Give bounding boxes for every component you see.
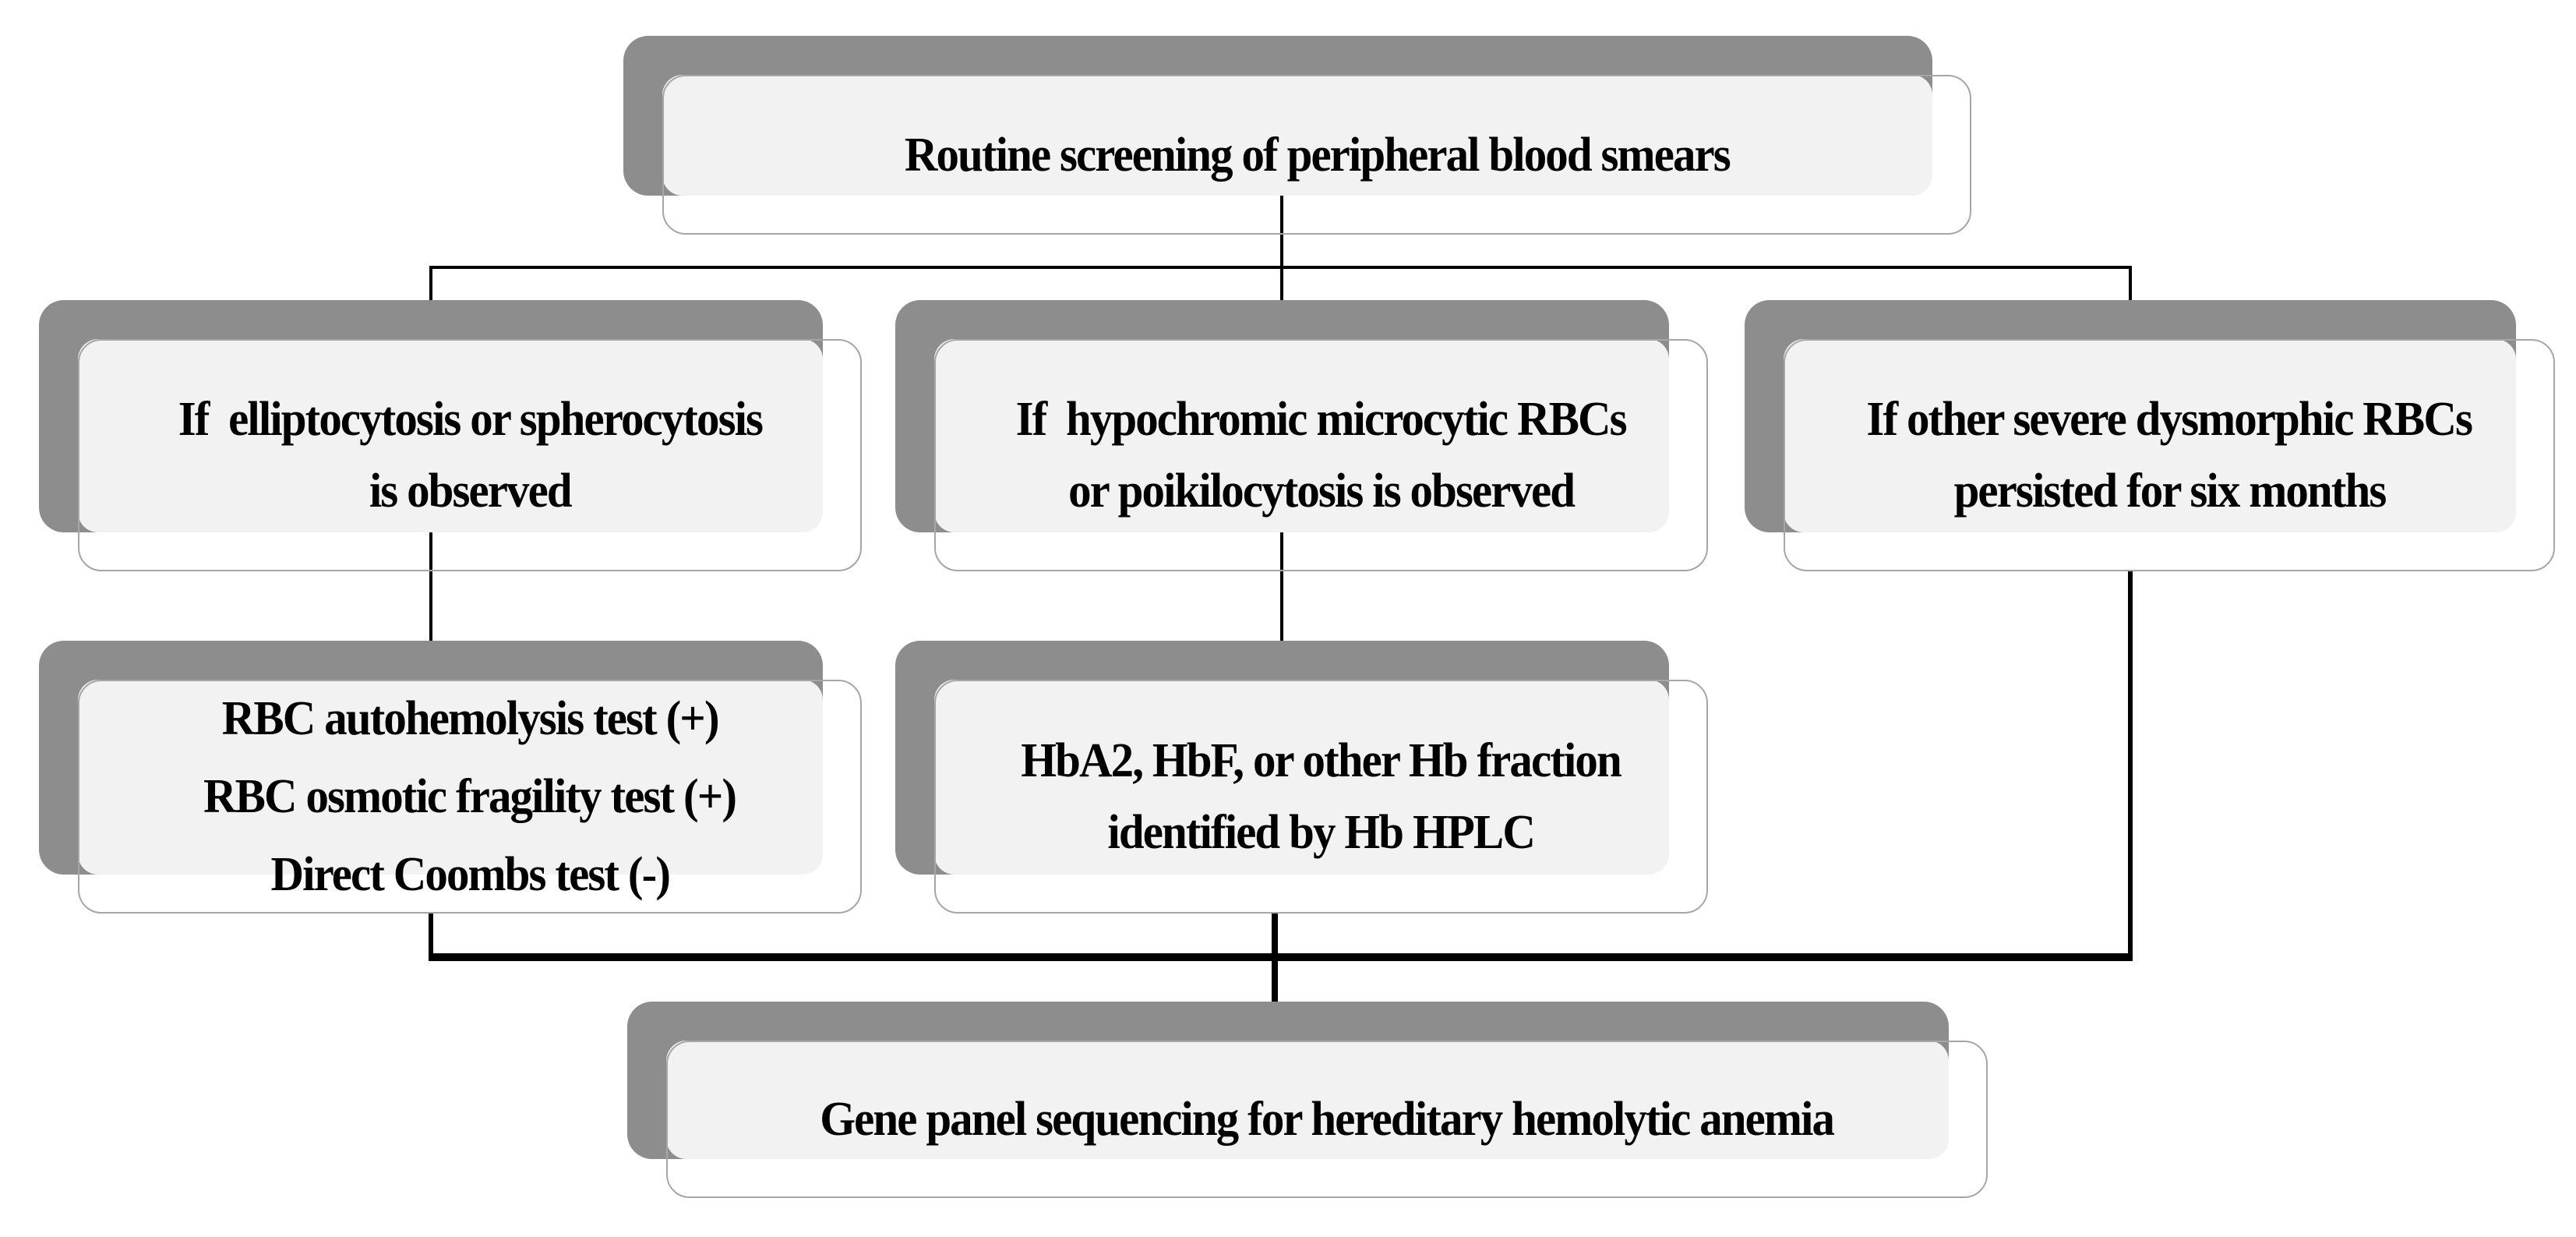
connector-left-drop (429, 266, 432, 304)
node-text-line: RBC autohemolysis test (+) (221, 692, 720, 745)
node-card (1784, 339, 2555, 571)
node-fill (78, 339, 823, 532)
node-text-line: RBC osmotic fragility test (+) (203, 770, 737, 823)
node-fill (666, 1041, 1949, 1159)
node-label: Gene panel sequencing for hereditary hem… (666, 1041, 1988, 1198)
node-label: If other severe dysmorphic RBCs persiste… (1784, 339, 2555, 571)
connector-rail-top (429, 266, 2132, 269)
node-text-line: If elliptocytosis or spherocytosis (178, 393, 763, 446)
node-text-line: Direct Coombs test (-) (270, 848, 670, 901)
node-text-line: Routine screening of peripheral blood sm… (904, 128, 1731, 182)
connector-rail-bottom (429, 953, 2133, 961)
node-card (666, 1041, 1988, 1198)
connector-right-long-vertical (2128, 571, 2133, 961)
node-label: If elliptocytosis or spherocytosis is ob… (78, 339, 862, 571)
connector-final-vertical (1272, 912, 1278, 1005)
node-fill (1784, 339, 2516, 532)
connector-right-drop (2129, 266, 2132, 304)
node-text-line: Gene panel sequencing for hereditary hem… (820, 1093, 1836, 1146)
node-text-line: If hypochromic microcytic RBCs (1015, 393, 1628, 446)
node-text-line: HbA2, HbF, or other Hb fraction (1021, 734, 1622, 787)
node-fill (662, 75, 1932, 196)
node-card (934, 339, 1708, 571)
node-condition-hypochromic: If hypochromic microcytic RBCs or poikil… (895, 300, 1708, 571)
node-gene-panel-sequencing: Gene panel sequencing for hereditary hem… (627, 1002, 1988, 1198)
node-text-line: identified by Hb HPLC (1107, 806, 1536, 859)
connector-left-mid-vertical (429, 532, 432, 644)
node-fill (934, 680, 1669, 875)
node-text-line: persisted for six months (1953, 465, 2387, 518)
connector-center-mid-vertical (1280, 532, 1283, 644)
node-label: Routine screening of peripheral blood sm… (662, 75, 1971, 235)
node-text-line: is observed (369, 465, 573, 518)
node-label: If hypochromic microcytic RBCs or poikil… (934, 339, 1708, 571)
node-rbc-tests: RBC autohemolysis test (+) RBC osmotic f… (39, 641, 862, 914)
node-card (934, 680, 1708, 914)
node-condition-elliptocytosis: If elliptocytosis or spherocytosis is ob… (39, 300, 862, 571)
node-condition-dysmorphic: If other severe dysmorphic RBCs persiste… (1745, 300, 2555, 571)
connector-top-vertical (1280, 196, 1283, 304)
node-card (662, 75, 1971, 235)
node-text-line: or poikilocytosis is observed (1067, 465, 1576, 518)
connector-left-bottom-elbow (429, 912, 433, 961)
node-label: HbA2, HbF, or other Hb fraction identifi… (934, 680, 1708, 914)
node-hb-hplc: HbA2, HbF, or other Hb fraction identifi… (895, 641, 1708, 914)
node-fill (78, 680, 823, 875)
node-fill (934, 339, 1669, 532)
node-text-line: If other severe dysmorphic RBCs (1866, 393, 2473, 446)
node-label: RBC autohemolysis test (+) RBC osmotic f… (78, 680, 862, 914)
node-card (78, 339, 862, 571)
node-routine-screening: Routine screening of peripheral blood sm… (623, 36, 1971, 235)
node-card (78, 680, 862, 914)
